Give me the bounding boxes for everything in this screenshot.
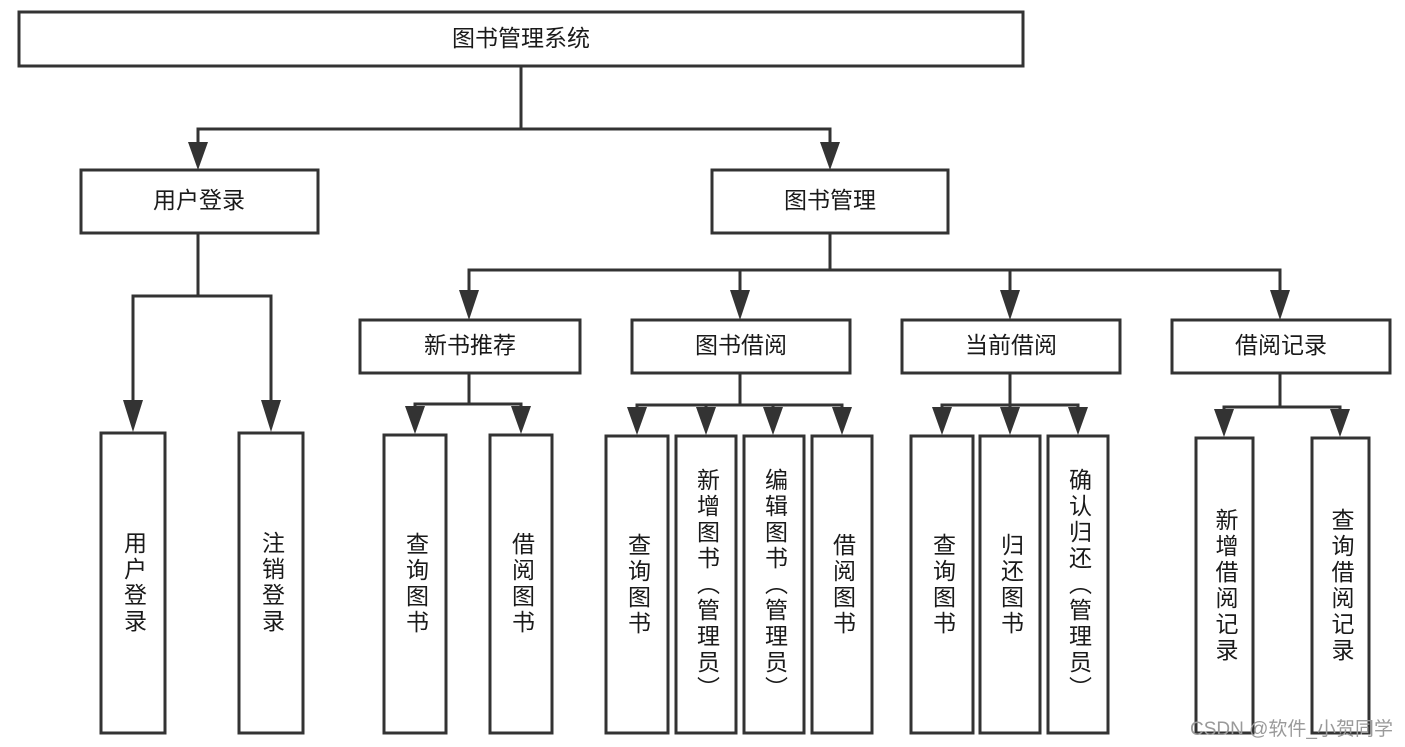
connector-layer	[123, 64, 1350, 437]
leaf-box-query-book-1[interactable]	[382, 433, 448, 735]
node-book-manage-box[interactable]	[710, 168, 950, 235]
arrowhead-leaf-query-book-3	[932, 407, 952, 435]
node-root-box[interactable]	[17, 10, 1025, 68]
leaf-box-return-book[interactable]	[978, 434, 1042, 735]
arrowhead-borrow-record	[1270, 290, 1290, 320]
node-borrow-record-label: 借阅记录	[1235, 332, 1327, 358]
leaf-box-query-book-2[interactable]	[604, 434, 670, 735]
leaf-box-borrow-book-2[interactable]	[810, 434, 874, 735]
arrowhead-current-borrow	[1000, 290, 1020, 320]
node-book-manage[interactable]: 图书管理	[710, 168, 950, 235]
arrowhead-leaf-confirm-return	[1068, 407, 1088, 435]
arrowhead-leaf-user-login	[123, 400, 143, 432]
node-new-book-recommend-label: 新书推荐	[424, 332, 516, 358]
node-user-login[interactable]: 用户登录	[79, 168, 320, 235]
arrowhead-leaf-query-book-2	[627, 407, 647, 435]
arrowhead-book-manage	[820, 142, 840, 170]
arrowhead-leaf-return-book	[1000, 407, 1020, 435]
node-new-book-recommend[interactable]: 新书推荐	[358, 318, 582, 375]
leaf-box-add-record[interactable]	[1194, 436, 1255, 735]
node-book-borrow[interactable]: 图书借阅	[630, 318, 852, 375]
arrowhead-leaf-add-book	[696, 407, 716, 435]
node-root-label: 图书管理系统	[452, 25, 590, 51]
node-current-borrow-label: 当前借阅	[965, 332, 1057, 358]
node-user-login-label: 用户登录	[153, 187, 245, 213]
leaf-box-confirm-return[interactable]	[1046, 434, 1110, 735]
arrowhead-leaf-query-record	[1330, 409, 1350, 437]
leaf-box-edit-book[interactable]	[742, 434, 806, 735]
arrowhead-leaf-borrow-book-2	[832, 407, 852, 435]
node-current-borrow-box[interactable]	[900, 318, 1122, 375]
arrowhead-leaf-edit-book	[763, 407, 783, 435]
arrowhead-leaf-add-record	[1214, 409, 1234, 437]
node-book-manage-label: 图书管理	[784, 187, 876, 213]
leaf-boxes-layer	[99, 431, 1371, 735]
node-borrow-record-box[interactable]	[1170, 318, 1392, 375]
leaf-box-borrow-book-1[interactable]	[488, 433, 554, 735]
node-book-borrow-box[interactable]	[630, 318, 852, 375]
arrowhead-leaf-logout	[261, 400, 281, 432]
arrowhead-leaf-query-book-1	[405, 406, 425, 434]
arrowhead-leaf-borrow-book-1	[511, 406, 531, 434]
arrowhead-new-book	[459, 290, 479, 320]
leaf-box-logout[interactable]	[237, 431, 305, 735]
leaf-box-add-book[interactable]	[674, 434, 738, 735]
arrowhead-user-login	[188, 142, 208, 170]
arrowhead-book-borrow	[730, 290, 750, 320]
leaf-box-user-login[interactable]	[99, 431, 167, 735]
node-user-login-box[interactable]	[79, 168, 320, 235]
node-new-book-recommend-box[interactable]	[358, 318, 582, 375]
leaf-box-query-record[interactable]	[1310, 436, 1371, 735]
leaf-box-query-book-3[interactable]	[909, 434, 975, 735]
node-root[interactable]: 图书管理系统	[17, 10, 1025, 68]
node-book-borrow-label: 图书借阅	[695, 332, 787, 358]
node-current-borrow[interactable]: 当前借阅	[900, 318, 1122, 375]
node-borrow-record[interactable]: 借阅记录	[1170, 318, 1392, 375]
